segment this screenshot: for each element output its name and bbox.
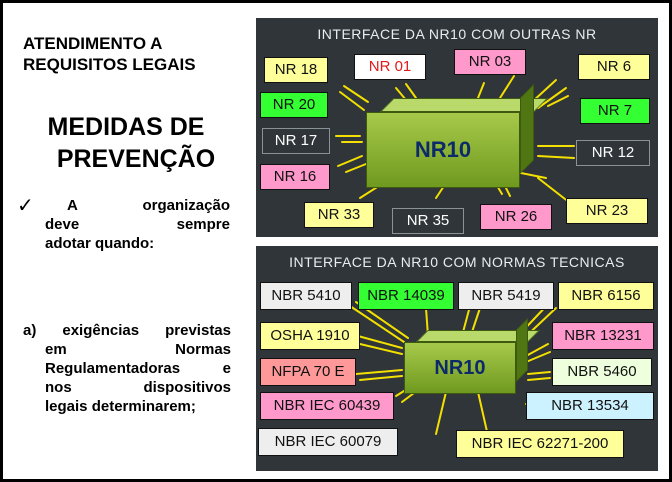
nbr-interface-panel: INTERFACE DA NR10 COM NORMAS TECNICAS NR… <box>256 246 658 471</box>
norm-box-nr-18: NR 18 <box>264 57 328 83</box>
norm-box-osha-1910: OSHA 1910 <box>260 322 360 350</box>
item-line-3: Regulamentadoras e <box>45 360 231 377</box>
subheading-line-1: MEDIDAS DE <box>47 113 205 141</box>
norm-box-nbr-5410: NBR 5410 <box>260 282 352 310</box>
center-label: NR10 <box>366 112 520 188</box>
item-line-1: a) exigências previstas <box>23 322 231 339</box>
bullet-line-1: A organização <box>67 197 230 214</box>
norm-box-nr-26: NR 26 <box>480 204 552 230</box>
norm-box-nbr-iec-60079: NBR IEC 60079 <box>258 428 398 456</box>
item-line-5: legais determinarem; <box>45 398 196 415</box>
norm-box-nr-03: NR 03 <box>454 49 526 75</box>
norm-box-nr-35: NR 35 <box>392 208 464 234</box>
nr10-cube: NR10 <box>404 318 540 394</box>
norm-box-nbr-13534: NBR 13534 <box>526 392 654 420</box>
norm-box-nr-20: NR 20 <box>260 92 328 118</box>
left-text-column: ATENDIMENTO A REQUISITOS LEGAIS MEDIDAS … <box>3 3 253 479</box>
norm-box-nr-33: NR 33 <box>304 202 374 228</box>
center-label: NR10 <box>404 342 516 394</box>
norm-box-nbr-5419: NBR 5419 <box>458 282 554 310</box>
norm-box-nr-12: NR 12 <box>576 140 650 166</box>
norm-box-nbr-5460: NBR 5460 <box>552 358 652 386</box>
nr10-cube: NR10 <box>366 84 548 188</box>
panel-title: INTERFACE DA NR10 COM NORMAS TECNICAS <box>289 254 625 270</box>
norm-box-nbr-iec-62271-200: NBR IEC 62271-200 <box>456 430 624 458</box>
norm-box-nbr-6156: NBR 6156 <box>558 282 654 310</box>
item-line-4: nos dispositivos <box>45 379 231 396</box>
norm-box-nbr-iec-60439: NBR IEC 60439 <box>260 392 394 420</box>
item-a-paragraph: a) exigências previstas em Normas Regula… <box>23 321 231 416</box>
connector-rays <box>335 75 575 207</box>
slide-heading: ATENDIMENTO A REQUISITOS LEGAIS <box>23 33 243 75</box>
bullet-line-3: adotar quando: <box>45 235 155 252</box>
checkmark-icon: ✓ <box>17 195 34 217</box>
norm-box-nr-01: NR 01 <box>354 54 426 80</box>
subheading-line-2: PREVENÇÃO <box>56 145 216 173</box>
bullet-paragraph: A organização deve sempre adotar quando: <box>45 196 230 253</box>
heading-line-1: ATENDIMENTO A <box>23 34 163 53</box>
norm-box-nbr-13231: NBR 13231 <box>552 322 654 350</box>
norm-box-nfpa-70-e: NFPA 70 E <box>260 358 356 386</box>
nr-interface-panel: INTERFACE DA NR10 COM OUTRAS NR NR10 NR … <box>256 18 658 237</box>
norm-box-nr-7: NR 7 <box>580 98 650 124</box>
heading-line-2: REQUISITOS LEGAIS <box>23 55 196 74</box>
norm-box-nbr-14039: NBR 14039 <box>358 282 454 310</box>
item-line-2: em Normas <box>45 341 231 358</box>
panel-title: INTERFACE DA NR10 COM OUTRAS NR <box>317 26 597 42</box>
norm-box-nr-6: NR 6 <box>578 54 650 80</box>
norm-box-nr-17: NR 17 <box>262 128 330 154</box>
norm-box-nr-23: NR 23 <box>566 198 648 224</box>
bullet-line-2: deve sempre <box>45 216 230 233</box>
slide-subheading: MEDIDAS DE PREVENÇÃO <box>21 111 231 175</box>
norm-box-nr-16: NR 16 <box>260 164 330 190</box>
